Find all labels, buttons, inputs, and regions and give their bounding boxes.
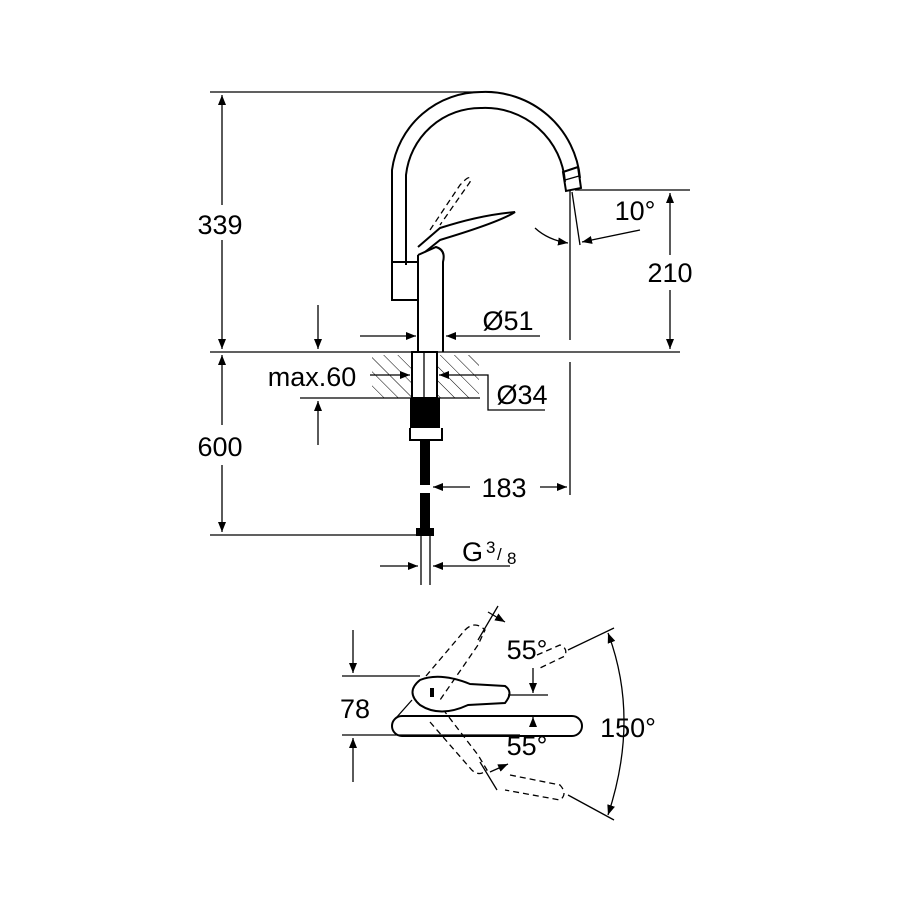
dim-thread-num: 3 bbox=[486, 538, 495, 557]
dim-thread-den: 8 bbox=[507, 549, 516, 568]
dim-counter-max60: max.60 bbox=[268, 362, 357, 392]
dim-outlet-210: 210 bbox=[647, 258, 692, 288]
dim-hose-600: 600 bbox=[197, 432, 242, 462]
dim-swivel-150: 150° bbox=[600, 713, 656, 743]
dim-diameter-51: Ø51 bbox=[482, 306, 533, 336]
dim-angle-55-up: 55° bbox=[507, 635, 548, 665]
dim-height-339: 339 bbox=[197, 210, 242, 240]
faucet-side-view bbox=[391, 90, 583, 352]
dim-angle-55-down: 55° bbox=[507, 731, 548, 761]
dim-reach-183: 183 bbox=[481, 473, 526, 503]
dimension-lines bbox=[210, 91, 690, 570]
dim-thread-slash: / bbox=[497, 545, 502, 564]
dim-depth-78: 78 bbox=[340, 694, 370, 724]
dim-thread-g: G bbox=[462, 537, 483, 567]
dim-angle-10: 10° bbox=[615, 196, 656, 226]
dim-hole-34: Ø34 bbox=[496, 380, 547, 410]
faucet-top-view bbox=[342, 605, 625, 821]
